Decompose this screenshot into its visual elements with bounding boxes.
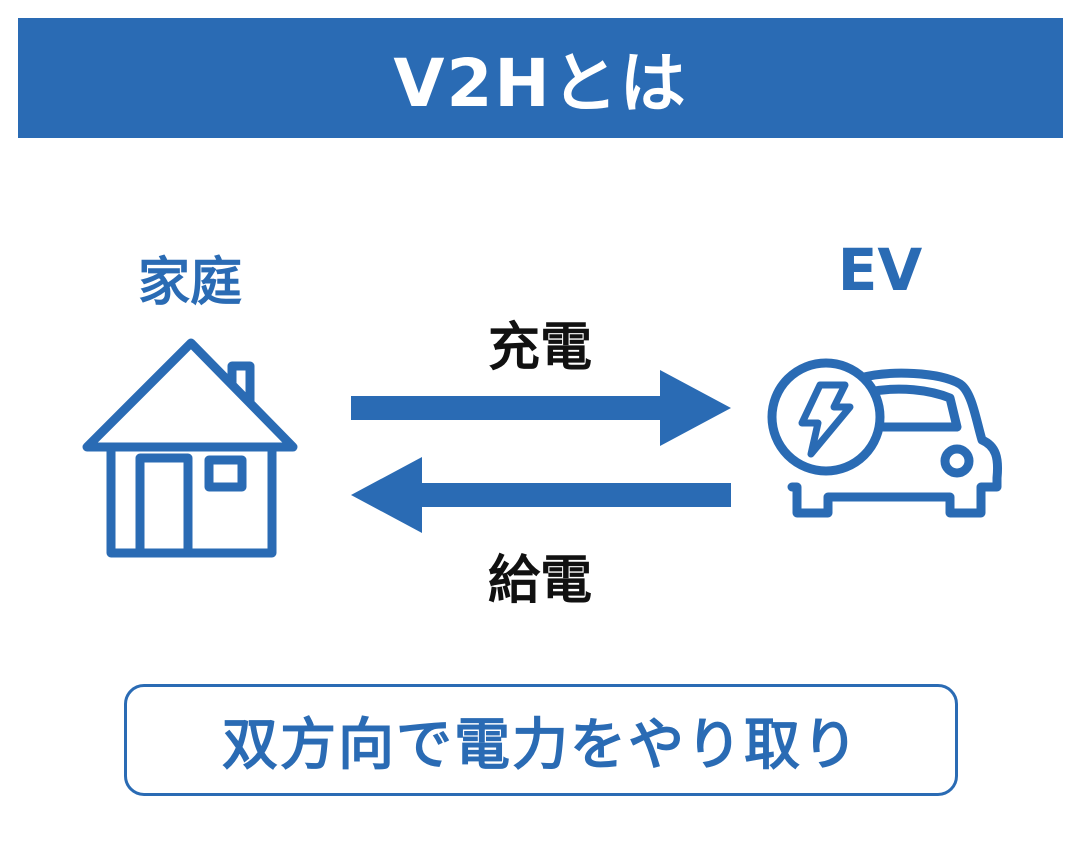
ev-label: EV [837,236,923,304]
title-banner: V2Hとは [18,18,1063,138]
supply-arrow [351,457,731,533]
home-label: 家庭 [137,253,242,313]
car-icon [787,368,1003,518]
house-icon [82,338,298,558]
charge-label: 充電 [487,318,592,378]
supply-label: 給電 [487,551,592,611]
charge-arrow [351,370,731,446]
page-title: V2Hとは [393,45,688,122]
lightning-icon [767,358,885,476]
summary-text: 双方向で電力をやり取り [222,712,860,778]
summary-box: 双方向で電力をやり取り [124,684,958,796]
